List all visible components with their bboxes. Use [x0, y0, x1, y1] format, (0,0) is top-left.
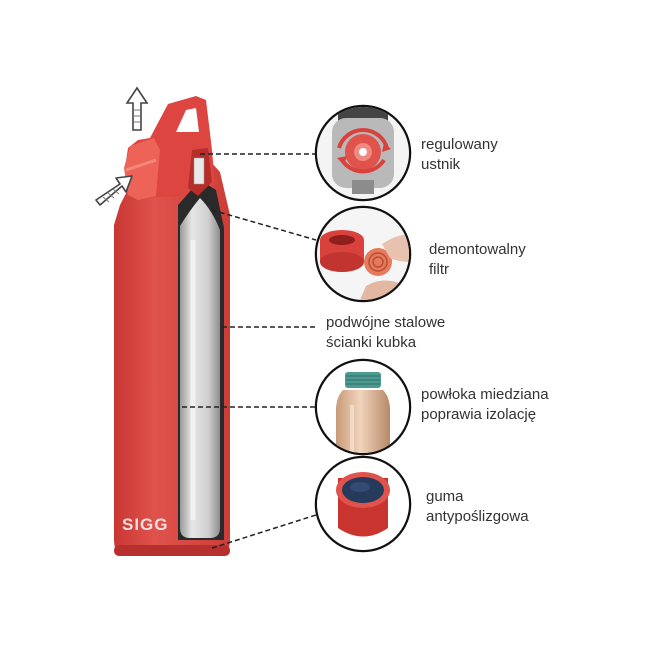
mouthpiece: [124, 138, 160, 200]
callout-label-base: guma antypoślizgowa: [426, 487, 529, 527]
leader-line-base: [211, 514, 317, 549]
bottle: [95, 86, 230, 556]
callout-label-walls: podwójne stalowe ścianki kubka: [326, 313, 445, 353]
arrow-up-icon: [125, 86, 149, 131]
callout-label-line: ścianki kubka: [326, 334, 417, 351]
leader-lines: [182, 153, 318, 549]
callout-label-line: poprawia izolację: [421, 406, 537, 423]
bottle-logo: SIGG: [122, 515, 169, 534]
callout-label-line: guma: [426, 488, 464, 505]
arrow-push-icon: [95, 175, 133, 206]
callout-label-filter: demontowalny filtr: [429, 240, 526, 280]
cap-handle-hole: [176, 108, 199, 132]
cap-seal: [193, 157, 205, 185]
callout-label-copper: powłoka miedziana poprawia izolację: [421, 385, 549, 425]
callout-label-line: podwójne stalowe: [326, 314, 446, 331]
bottle-base: [114, 545, 230, 556]
callout-label-line: antypoślizgowa: [426, 508, 529, 525]
callout-label-line: demontowalny: [429, 241, 526, 258]
callout-mouthpiece-image: [314, 104, 412, 202]
leader-line-filter: [211, 209, 317, 241]
steel-inner-wall: [180, 198, 220, 538]
callout-label-line: filtr: [429, 261, 449, 278]
callout-label-line: powłoka miedziana: [421, 386, 549, 403]
mouthpiece-ridge: [125, 158, 157, 172]
callout-filter-image: [314, 205, 412, 303]
callout-label-line: ustnik: [421, 156, 461, 173]
callout-label-line: regulowany: [421, 136, 498, 153]
callout-base-image: [314, 455, 412, 553]
callout-label-mouthpiece: regulowany ustnik: [421, 135, 498, 175]
callout-copper-image: [314, 358, 412, 456]
